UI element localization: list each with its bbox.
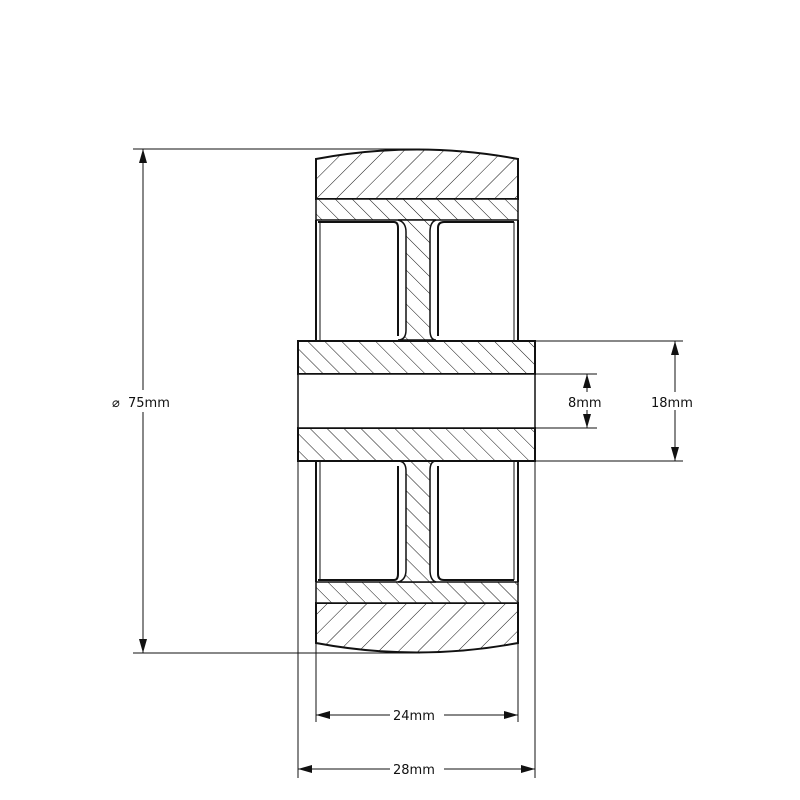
hub-lower — [297, 427, 536, 462]
tire-top — [315, 148, 519, 200]
cavity-lower-right — [437, 466, 514, 581]
cavity-lower-left — [318, 466, 399, 581]
arrow-overall-right — [521, 765, 535, 773]
web-upper — [397, 219, 437, 341]
arrow-bore-top — [583, 374, 591, 388]
hub-label: 18mm — [651, 396, 693, 411]
rim-band-bottom — [315, 581, 519, 604]
diameter-symbol: ⌀ — [112, 396, 120, 411]
arrow-overall-left — [298, 765, 312, 773]
rim-band-top — [315, 198, 519, 221]
diameter-label: 75mm — [128, 396, 170, 411]
arrow-bore-bottom — [583, 414, 591, 428]
cavity-upper-right — [437, 221, 514, 336]
web-lower — [397, 460, 437, 583]
arrow-hub-bottom — [671, 447, 679, 461]
arrow-tread-right — [504, 711, 518, 719]
bore — [297, 373, 536, 429]
arrow-diameter-bottom — [139, 639, 147, 653]
arrow-diameter-top — [139, 149, 147, 163]
overall-width-label: 28mm — [393, 763, 435, 778]
arrow-hub-top — [671, 341, 679, 355]
cavity-upper-left — [318, 221, 399, 336]
arrow-tread-left — [316, 711, 330, 719]
bore-label: 8mm — [568, 396, 602, 411]
hub-upper — [297, 340, 536, 375]
tire-bottom — [315, 602, 519, 654]
tread-width-label: 24mm — [393, 709, 435, 724]
